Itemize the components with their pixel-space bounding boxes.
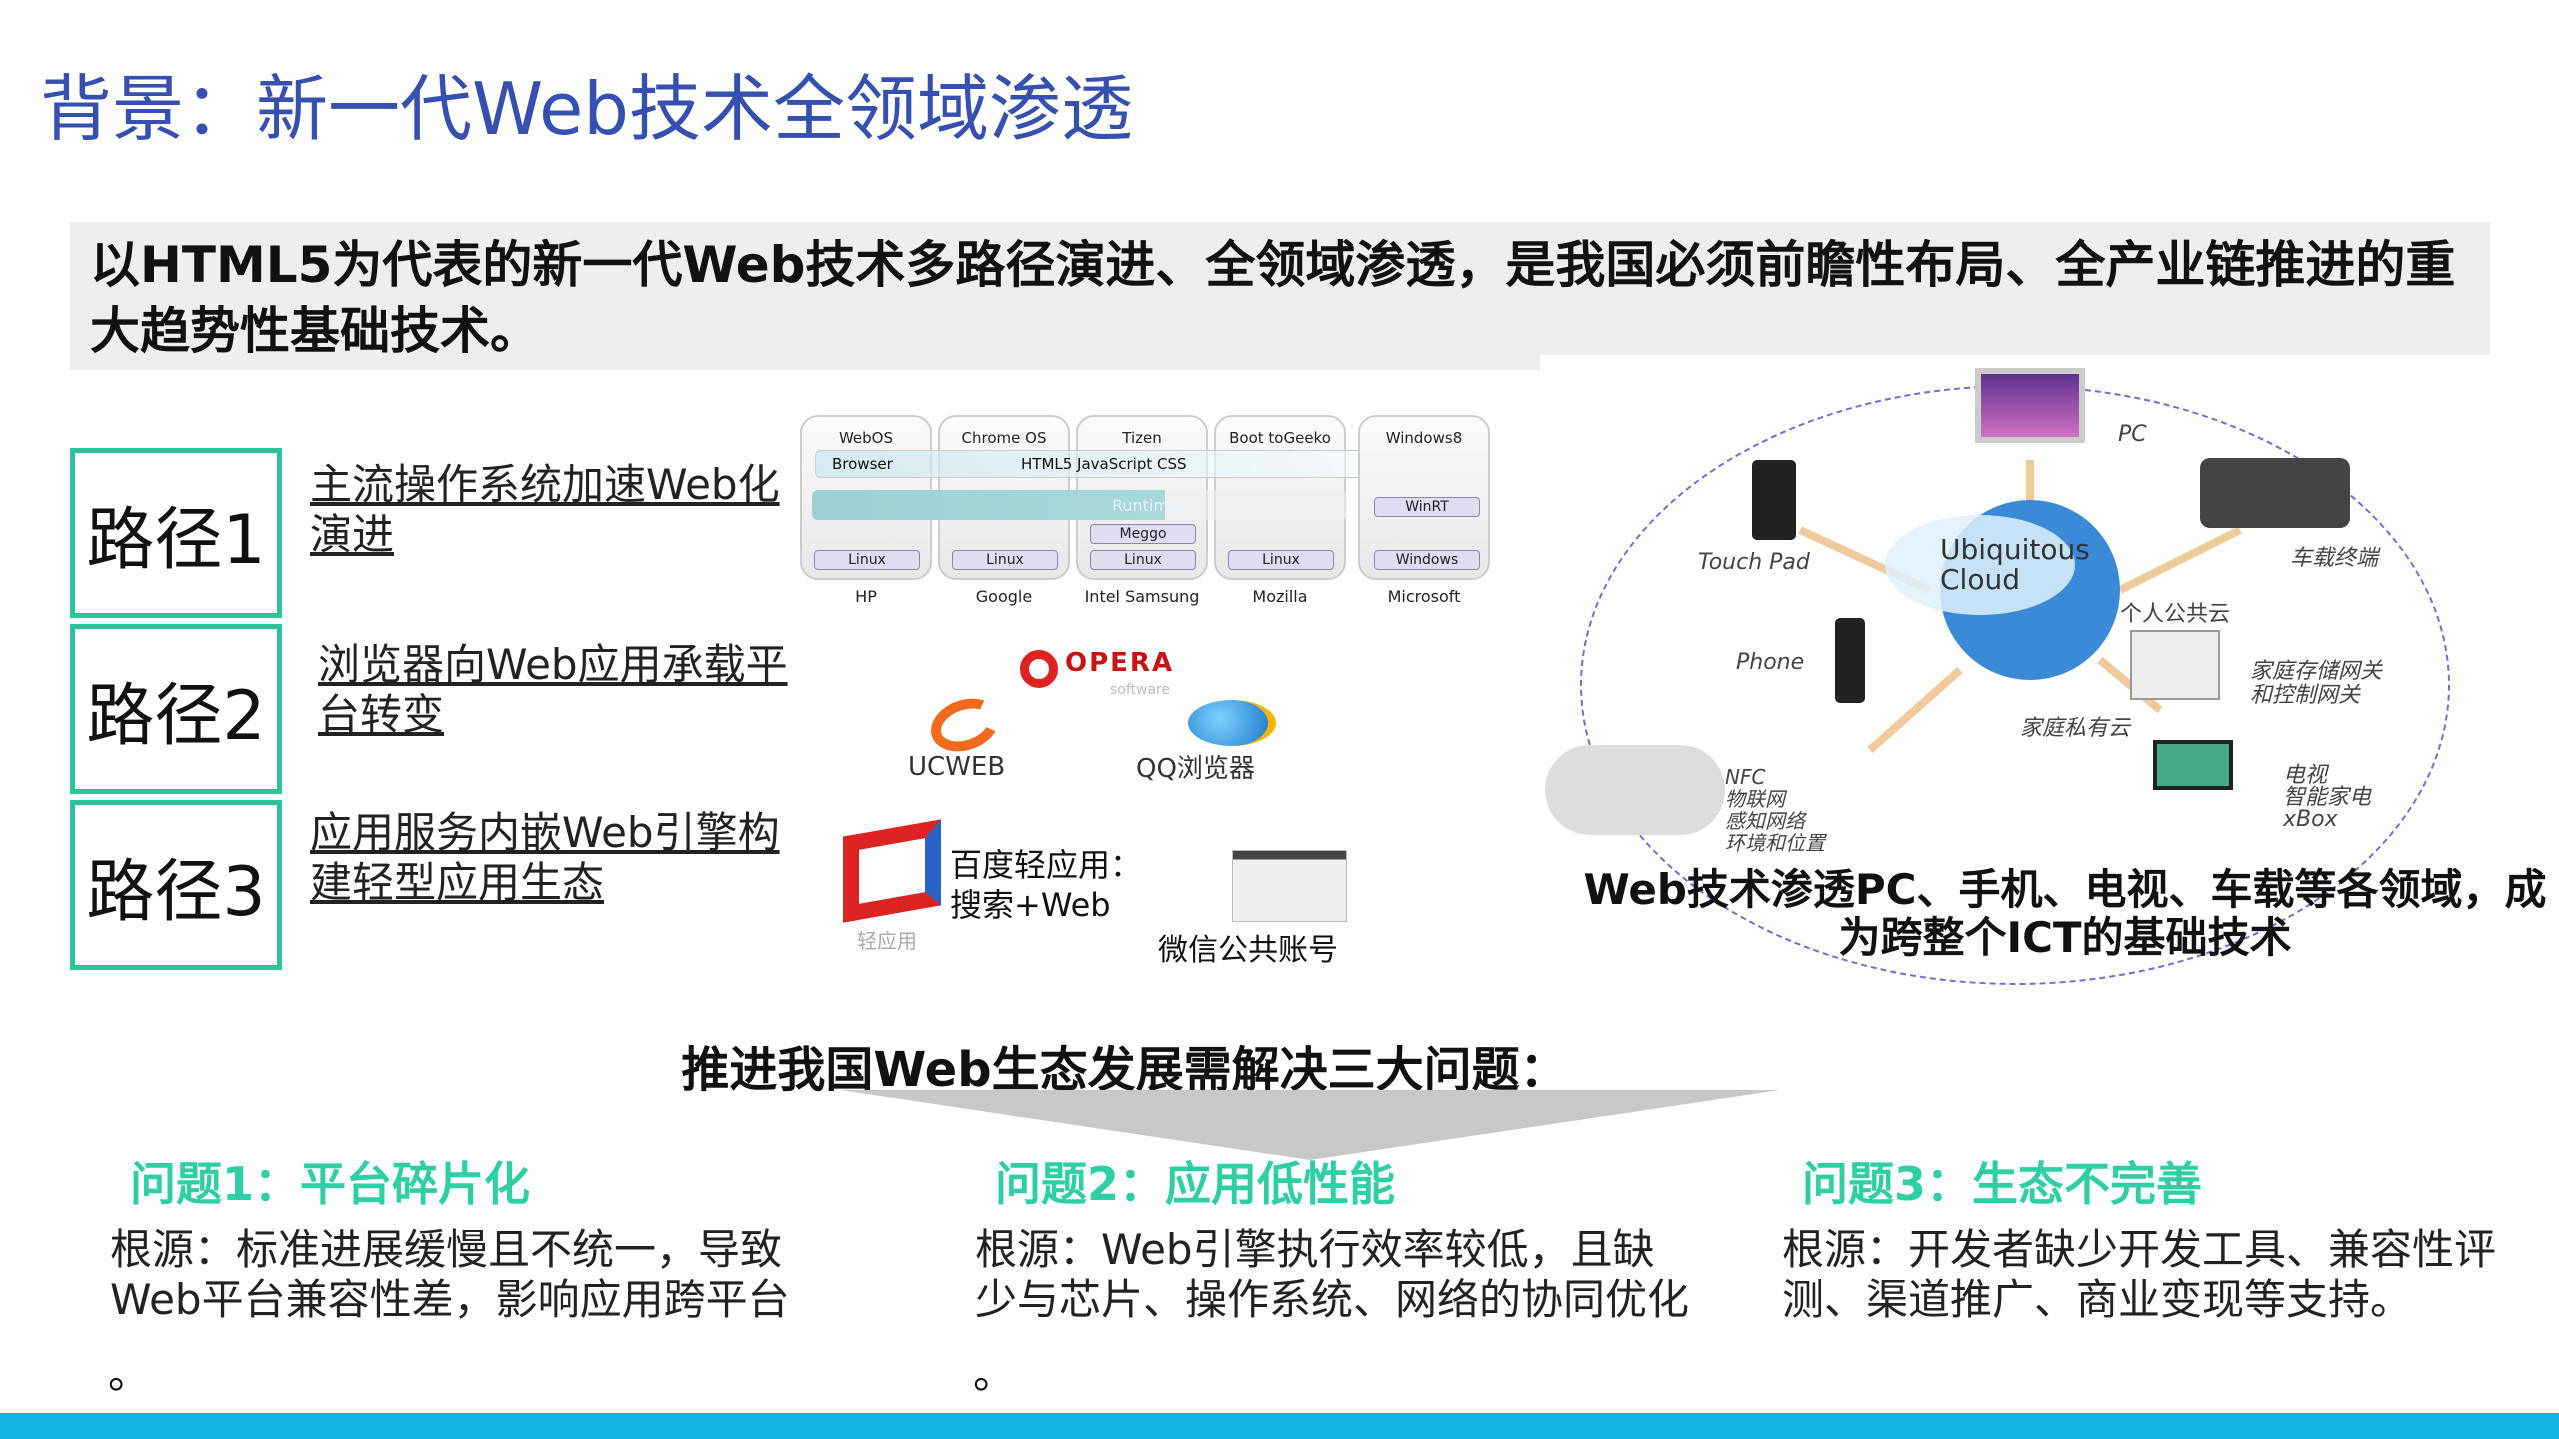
path-1-link[interactable]: 主流操作系统加速Web化演进 <box>310 460 780 559</box>
phone-icon <box>1835 618 1865 703</box>
vendor-label: Intel Samsung <box>1084 587 1200 606</box>
problem-2-dot: 。 <box>973 1349 1016 1398</box>
public-cloud-label: 个人公共云 <box>2120 602 2231 627</box>
os-name: Boot toGeeko <box>1229 429 1331 447</box>
baidu-logo-text: 轻应用 <box>857 929 917 953</box>
problem-2-title: 问题2：应用低性能 <box>995 1157 1396 1211</box>
connector-lines <box>1798 460 2242 753</box>
car-terminal-label: 车载终端 <box>2290 546 2379 571</box>
private-cloud-label: 家庭私有云 <box>2020 716 2131 741</box>
opera-logo-icon <box>1020 650 1058 688</box>
baidu-light-app-text: 百度轻应用： 搜索+Web <box>950 846 1143 924</box>
ucweb-label: UCWEB <box>908 752 1006 782</box>
os-extra: Meggo <box>1090 524 1196 544</box>
problem-2-body: 根源：Web引擎执行效率较低，且缺少与芯片、操作系统、网络的协同优化 <box>975 1225 1690 1324</box>
path-1-box: 路径1 <box>70 448 282 618</box>
ucweb-logo-icon <box>923 689 1007 761</box>
home-gateway-icon <box>2130 630 2220 700</box>
path-2-box: 路径2 <box>70 624 282 794</box>
problem-3-title: 问题3：生态不完善 <box>1802 1157 2203 1211</box>
path-3-link[interactable]: 应用服务内嵌Web引擎构建轻型应用生态 <box>310 808 780 907</box>
page-title: 背景：新一代Web技术全领域渗透 <box>40 67 1133 151</box>
browser-label: Browser <box>832 455 893 473</box>
runtime-bar: Runtime <box>812 490 1347 520</box>
gateway-label: 家庭存储网关 和控制网关 <box>2250 659 2383 708</box>
path-3-box: 路径3 <box>70 800 282 970</box>
os-base: Windows <box>1374 550 1480 570</box>
wechat-screenshot-icon <box>1232 850 1347 922</box>
nfc-cloud-icon <box>1545 745 1725 835</box>
vendor-label: Mozilla <box>1252 587 1308 606</box>
os-name: Chrome OS <box>961 429 1047 447</box>
vendor-label: HP <box>855 587 877 606</box>
pc-icon <box>1975 368 2085 443</box>
nfc-label: NFC 物联网 感知网络 环境和位置 <box>1725 765 1825 855</box>
opera-label: OPERA <box>1065 648 1175 678</box>
os-base: Linux <box>1090 550 1196 570</box>
qq-browser-label: QQ浏览器 <box>1136 754 1255 784</box>
wechat-label: 微信公共账号 <box>1158 933 1338 968</box>
push-heading: 推进我国Web生态发展需解决三大问题： <box>681 1042 1568 1098</box>
os-base: Linux <box>952 550 1058 570</box>
runtime-label: Runtime <box>1112 496 1179 515</box>
os-base: Linux <box>814 550 920 570</box>
os-base: Linux <box>1228 550 1334 570</box>
vendor-label: Microsoft <box>1387 587 1461 606</box>
wedge-arrow <box>840 1090 1780 1160</box>
car-terminal-icon <box>2200 458 2350 528</box>
os-name: Windows8 <box>1385 429 1463 447</box>
os-name: Tizen <box>1122 429 1162 447</box>
banner-background <box>70 222 2490 370</box>
problem-1-title: 问题1：平台碎片化 <box>130 1157 531 1211</box>
path-2-link[interactable]: 浏览器向Web应用承载平台转变 <box>318 640 788 739</box>
touch-pad-icon <box>1752 460 1796 540</box>
problem-1-dot: 。 <box>108 1349 151 1398</box>
problem-1-body: 根源：标准进展缓慢且不统一，导致Web平台兼容性差，影响应用跨平台 <box>110 1225 790 1324</box>
touch-pad-label: Touch Pad <box>1698 550 1810 575</box>
banner-text: 以HTML5为代表的新一代Web技术多路径演进、全领域渗透，是我国必须前瞻性布局… <box>90 236 2456 360</box>
qq-browser-logo-icon <box>1188 700 1276 746</box>
bottom-bar <box>0 1413 2559 1439</box>
baidu-light-app-logo-icon <box>843 819 941 923</box>
pc-label: PC <box>2118 422 2147 447</box>
tv-icon <box>2153 740 2233 790</box>
os-extra: WinRT <box>1374 497 1480 517</box>
problem-3-body: 根源：开发者缺少开发工具、兼容性评测、渠道推广、商业变现等支持。 <box>1782 1225 2497 1324</box>
opera-sub: software <box>1110 682 1171 698</box>
vendor-label: Google <box>975 587 1033 606</box>
ubiquitous-cloud-label: Ubiquitous Cloud <box>1940 533 2090 596</box>
tech-label: HTML5 JavaScript CSS <box>1021 455 1187 473</box>
phone-label: Phone <box>1736 650 1805 675</box>
ecosystem-caption: Web技术渗透PC、手机、电视、车载等各领域，成为跨整个ICT的基础技术 <box>1583 865 2547 962</box>
tv-label: 电视 智能家电 xBox <box>2283 763 2372 832</box>
os-name: WebOS <box>838 429 894 447</box>
